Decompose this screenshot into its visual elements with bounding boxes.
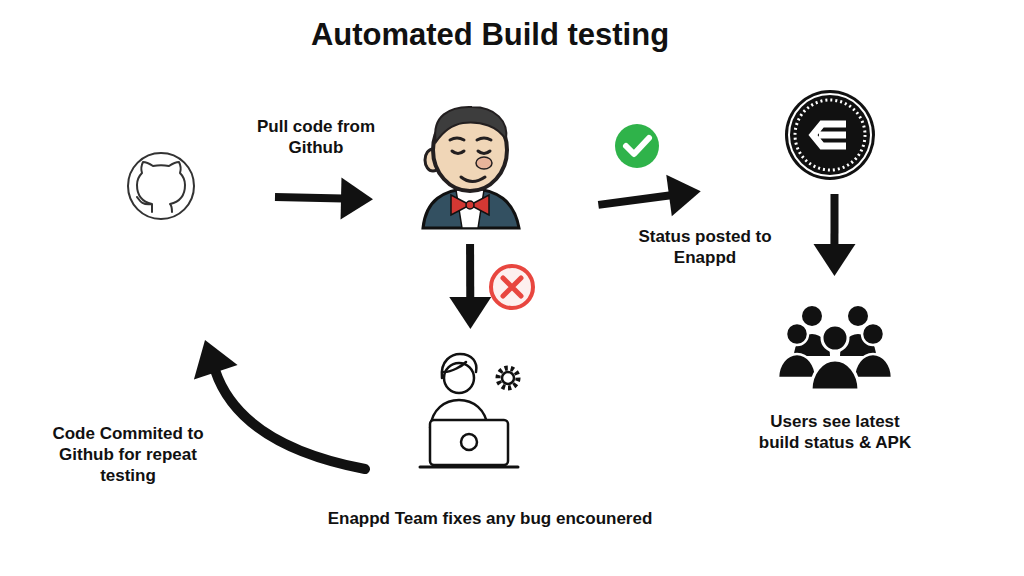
jenkins-icon-part bbox=[466, 201, 474, 209]
edge-label: Pull code from Github bbox=[245, 116, 387, 158]
jenkins-icon-part bbox=[423, 188, 519, 228]
success-check-part bbox=[626, 138, 649, 154]
arrow-line bbox=[830, 194, 838, 246]
arrow-line bbox=[466, 244, 474, 299]
edge-label: Code Commited to Github for repeat testi… bbox=[33, 423, 223, 486]
developer-icon-part bbox=[444, 362, 466, 372]
diagram-title: Automated Build testing bbox=[311, 16, 669, 54]
flow-arrow bbox=[194, 340, 365, 469]
developer-icon-part bbox=[461, 434, 477, 450]
jenkins-icon-part bbox=[476, 157, 492, 169]
github-icon bbox=[128, 153, 194, 219]
developer-icon-part bbox=[420, 466, 518, 469]
arrow-head bbox=[449, 297, 491, 329]
developer-node: Enappd Team fixes any bug encounered bbox=[423, 355, 518, 469]
jenkins-icon-part bbox=[451, 195, 489, 215]
developer-icon-part bbox=[444, 363, 474, 393]
arrow-head bbox=[341, 177, 373, 219]
arrow-head bbox=[194, 340, 238, 380]
users-icon-part bbox=[854, 354, 892, 378]
jenkins-node bbox=[413, 110, 527, 230]
node-caption: Users see latest build status & APK bbox=[749, 411, 921, 453]
flow-arrow bbox=[813, 194, 855, 276]
jenkins-icon bbox=[423, 107, 519, 228]
node-caption: Enappd Team fixes any bug encounered bbox=[328, 508, 653, 529]
users-icon-part bbox=[848, 306, 868, 326]
success-check bbox=[615, 124, 659, 168]
jenkins-icon-part bbox=[461, 177, 485, 182]
developer-icon-part bbox=[498, 368, 518, 388]
failure-cross-part bbox=[503, 278, 521, 296]
enappd-logo bbox=[785, 90, 875, 180]
developer-icon-part bbox=[502, 372, 514, 384]
jenkins-icon-part bbox=[452, 151, 490, 154]
users-icon-part bbox=[862, 323, 884, 345]
arrow-line bbox=[275, 197, 343, 198]
enappd-logo-part bbox=[795, 100, 865, 170]
enappd-logo-part bbox=[789, 94, 871, 176]
arrow-line bbox=[598, 195, 671, 205]
jenkins-icon-part bbox=[435, 107, 506, 142]
github-node bbox=[125, 150, 197, 222]
enappd-node bbox=[785, 90, 875, 180]
users-icon bbox=[778, 306, 892, 390]
failure-cross-part bbox=[491, 266, 533, 308]
users-node: Users see latest build status & APK bbox=[780, 300, 890, 392]
github-icon-part bbox=[128, 153, 194, 219]
enappd-logo-part bbox=[813, 124, 846, 146]
arrow-line bbox=[215, 370, 365, 469]
users-icon-part bbox=[802, 306, 822, 326]
users-icon-part bbox=[811, 360, 859, 390]
flow-arrow bbox=[598, 175, 700, 217]
arrow-head bbox=[666, 175, 700, 217]
enappd-logo-part bbox=[785, 90, 875, 180]
edge-label: Status posted to Enappd bbox=[619, 226, 791, 268]
jenkins-icon-part bbox=[450, 138, 491, 140]
users-icon-part bbox=[786, 323, 808, 345]
arrow-head bbox=[813, 244, 855, 276]
users-icon-part bbox=[822, 325, 848, 351]
developer-icon bbox=[420, 354, 518, 467]
flow-arrow bbox=[449, 244, 491, 329]
developer-icon-part bbox=[430, 420, 508, 465]
failure-cross bbox=[491, 266, 533, 308]
github-icon-part bbox=[137, 162, 185, 212]
flow-arrow bbox=[275, 177, 373, 219]
users-icon-part bbox=[778, 354, 816, 378]
success-check-part bbox=[615, 124, 659, 168]
